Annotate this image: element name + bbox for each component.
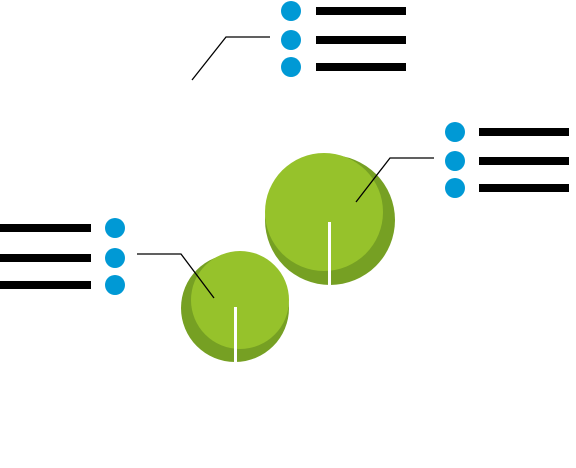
- text-line-placeholder: [0, 224, 91, 232]
- blue-dot-icon: [105, 275, 125, 295]
- text-line-placeholder: [316, 7, 406, 15]
- small-green-ball-icon: [181, 251, 289, 362]
- blue-dot-icon: [445, 151, 465, 171]
- blue-dot-icon: [281, 30, 301, 50]
- leader-line-left: [137, 253, 215, 299]
- bullet-group-left: [0, 218, 125, 295]
- text-line-placeholder: [0, 281, 91, 289]
- text-line-placeholder: [479, 128, 569, 136]
- large-green-ball-icon: [265, 153, 395, 285]
- blue-dot-icon: [445, 122, 465, 142]
- text-line-placeholder: [0, 254, 91, 262]
- leader-line-right: [355, 157, 434, 203]
- bullet-group-top: [281, 1, 406, 77]
- blue-dot-icon: [105, 248, 125, 268]
- bullet-group-right: [445, 122, 569, 198]
- text-line-placeholder: [316, 63, 406, 71]
- text-line-placeholder: [479, 157, 569, 165]
- blue-dot-icon: [105, 218, 125, 238]
- text-line-placeholder: [316, 36, 406, 44]
- blue-dot-icon: [281, 57, 301, 77]
- blue-dot-icon: [281, 1, 301, 21]
- text-line-placeholder: [479, 184, 569, 192]
- blue-dot-icon: [445, 178, 465, 198]
- leader-line-top: [191, 36, 270, 81]
